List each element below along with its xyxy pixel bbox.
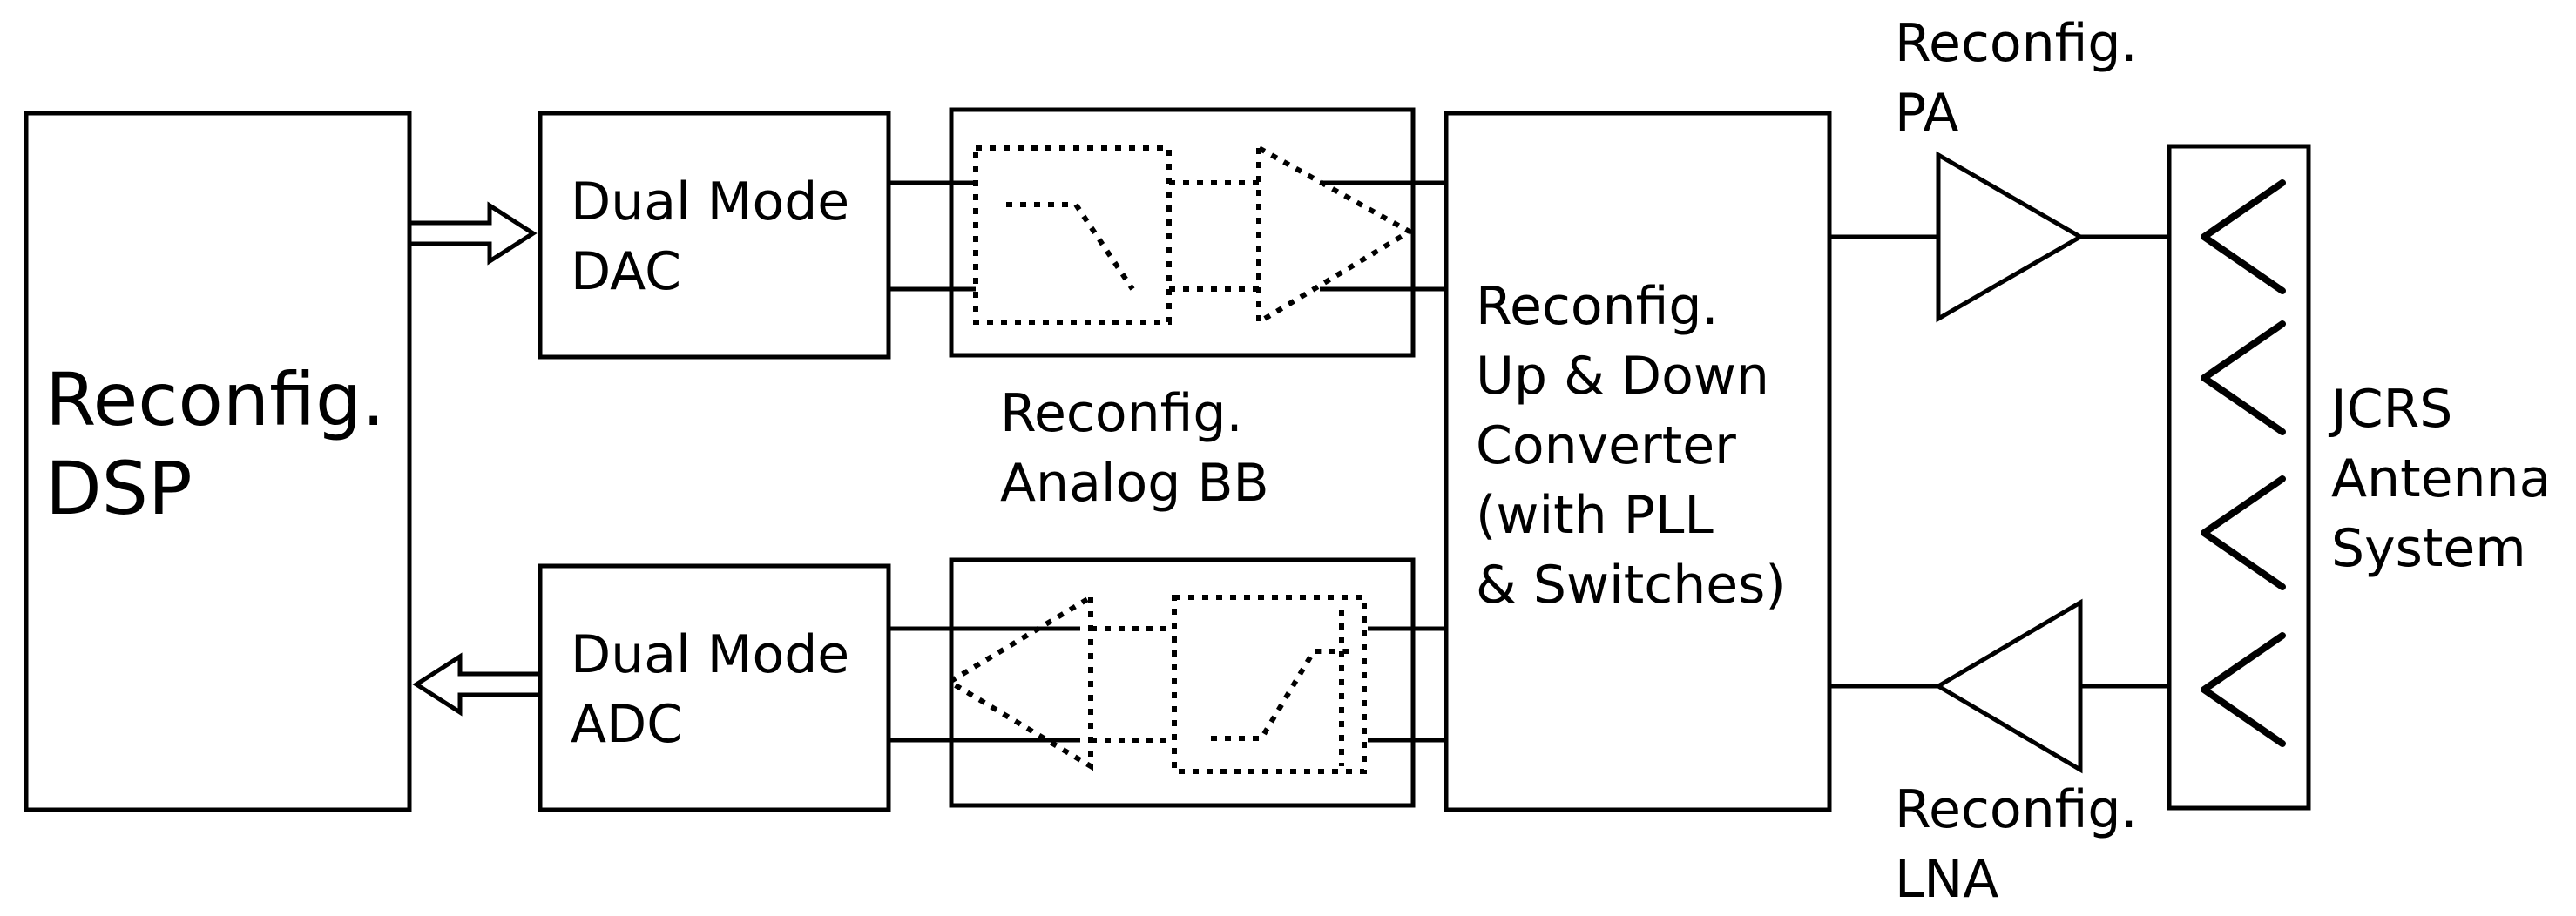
rx-highpass-curve-icon <box>1211 649 1349 741</box>
rx-bb-amplifier-icon <box>944 592 1093 771</box>
analog-bb-label-line-2: Analog BB <box>1000 453 1269 514</box>
dsp-label: Reconfig. DSP <box>45 357 409 531</box>
antenna-element-2-icon <box>2201 320 2286 435</box>
dsp-block: Reconfig. DSP <box>24 111 412 812</box>
rx-rf-path <box>1829 598 2167 774</box>
dac-label: Dual Mode DAC <box>571 172 866 302</box>
rx-analog-bb-block <box>944 557 1446 808</box>
converter-label-line-3: Converter <box>1476 415 1736 476</box>
adc-to-bb-wires <box>889 626 951 743</box>
tx-analog-bb-block <box>949 107 1446 358</box>
tx-bb-amplifier-icon <box>1256 143 1415 327</box>
lna-amplifier-icon <box>1934 598 2083 774</box>
pa-label: Reconfig. PA <box>1895 13 2154 144</box>
adc-label: Dual Mode ADC <box>571 624 866 755</box>
adc-label-line-2: ADC <box>571 694 683 755</box>
antenna-element-4-icon <box>2201 632 2286 747</box>
adc-label-line-1: Dual Mode <box>571 624 849 685</box>
dsp-to-dac-arrow <box>407 201 538 266</box>
converter-label-line-1: Reconfig. <box>1476 276 1719 337</box>
dsp-label-line-1: Reconfig. <box>45 357 385 442</box>
tx-lowpass-filter <box>973 145 1172 325</box>
pa-amplifier-icon <box>1936 151 2086 323</box>
dsp-label-line-2: DSP <box>45 446 193 531</box>
pa-label-line-2: PA <box>1895 83 1958 144</box>
converter-block: Reconfig. Up & Down Converter (with PLL … <box>1444 111 1832 812</box>
antenna-label-line-1: JCRS <box>2328 379 2452 440</box>
lna-label-line-1: Reconfig. <box>1895 779 2138 840</box>
antenna-element-1-icon <box>2201 179 2286 294</box>
lna-label: Reconfig. LNA <box>1895 779 2154 910</box>
antenna-label: JCRS Antenna System <box>2328 379 2567 579</box>
dac-label-line-2: DAC <box>571 241 681 302</box>
dac-to-bb-wires <box>889 180 951 292</box>
converter-label-line-5: & Switches) <box>1476 555 1786 616</box>
dac-block: Dual Mode DAC <box>538 111 891 360</box>
antenna-element-3-icon <box>2201 475 2286 590</box>
pa-label-line-1: Reconfig. <box>1895 13 2138 74</box>
analog-bb-label: Reconfig. Analog BB <box>1000 383 1269 514</box>
converter-label-line-2: Up & Down <box>1476 346 1769 407</box>
adc-to-dsp-arrow <box>412 652 543 717</box>
analog-bb-label-line-1: Reconfig. <box>1000 383 1243 444</box>
tx-lowpass-curve-icon <box>1006 202 1135 291</box>
adc-block: Dual Mode ADC <box>538 563 891 812</box>
converter-label: Reconfig. Up & Down Converter (with PLL … <box>1476 276 1786 616</box>
antenna-label-line-2: Antenna <box>2331 448 2551 509</box>
antenna-label-line-3: System <box>2331 518 2526 579</box>
dac-label-line-1: Dual Mode <box>571 172 849 232</box>
antenna-system-block <box>2167 144 2311 811</box>
lna-label-line-2: LNA <box>1895 849 1998 910</box>
rx-highpass-filter <box>1172 595 1367 774</box>
tx-rf-path <box>1829 151 2167 323</box>
converter-label-line-4: (with PLL <box>1476 485 1714 546</box>
